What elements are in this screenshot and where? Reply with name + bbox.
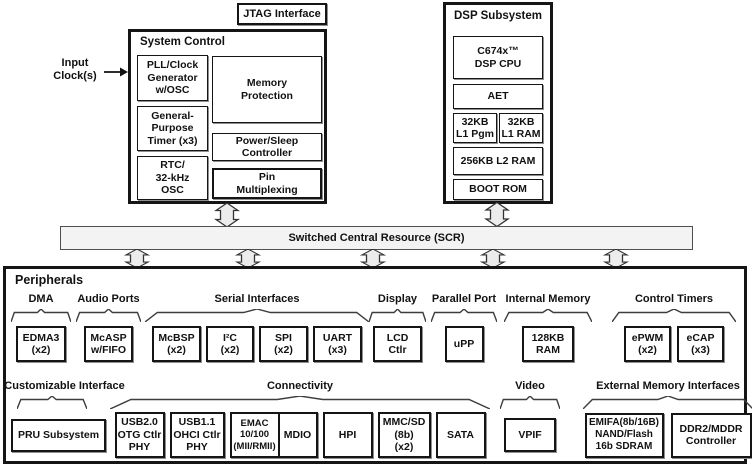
- box-i2c: I²C (x2): [206, 326, 254, 362]
- group-serial-interfaces-label: Serial Interfaces: [214, 293, 300, 305]
- brace-icon: [11, 309, 71, 322]
- box-sata: SATA: [435, 412, 486, 458]
- group-connectivity: Connectivity USB2.0 OTG Ctlr PHY USB1.1 …: [110, 380, 490, 460]
- box-mdio: MDIO: [277, 412, 318, 458]
- brace-icon: [504, 309, 592, 322]
- scr-bus-bar: Switched Central Resource (SCR): [60, 226, 693, 250]
- group-serial-interfaces: Serial Interfaces McBSP (x2) I²C (x2) SP…: [145, 293, 369, 362]
- brace-icon: [145, 309, 369, 322]
- box-power-sleep-controller: Power/Sleep Controller: [212, 133, 322, 161]
- box-emac: EMAC 10/100 (MII/RMII): [229, 412, 280, 458]
- group-parallel-port-label: Parallel Port: [431, 293, 497, 305]
- box-pll-clock-generator: PLL/Clock Generator w/OSC: [137, 55, 208, 101]
- box-aet: AET: [453, 84, 543, 109]
- box-usb1-ohci: USB1.1 OHCI Ctlr PHY: [169, 412, 225, 458]
- group-audio-ports: Audio Ports McASP w/FIFO: [76, 293, 141, 362]
- box-rtc-osc: RTC/ 32-kHz OSC: [137, 156, 208, 200]
- group-display: Display LCD Ctlr: [369, 293, 426, 362]
- box-ddr2-mddr: DDR2/MDDR Controller: [670, 412, 752, 458]
- group-external-memory-interfaces-label: External Memory Interfaces: [596, 380, 740, 392]
- box-epwm: ePWM (x2): [624, 326, 671, 362]
- bidirectional-arrow-icon: [235, 249, 261, 268]
- group-customizable-interface-label: Customizable Interface: [4, 380, 125, 392]
- group-video-label: Video: [515, 380, 545, 392]
- box-edma3: EDMA3 (x2): [16, 326, 66, 362]
- box-dsp-cpu: C674x™ DSP CPU: [453, 36, 543, 79]
- brace-icon: [110, 396, 490, 409]
- group-customizable-interface: Customizable Interface PRU Subsystem: [4, 380, 125, 460]
- input-clock-arrow-icon: [104, 67, 128, 77]
- box-memory-protection: Memory Protection: [212, 56, 322, 123]
- brace-icon: [76, 309, 141, 322]
- input-clock-label: Input Clock(s): [53, 57, 97, 83]
- group-control-timers: Control Timers ePWM (x2) eCAP (x3): [612, 293, 736, 362]
- brace-icon: [583, 396, 752, 409]
- box-mcasp: McASP w/FIFO: [84, 326, 133, 362]
- box-lcd-ctlr: LCD Ctlr: [373, 326, 422, 362]
- system-control-title: System Control: [140, 36, 225, 48]
- group-video: Video VPIF: [500, 380, 560, 460]
- group-internal-memory: Internal Memory 128KB RAM: [504, 293, 592, 362]
- group-control-timers-label: Control Timers: [634, 293, 714, 305]
- box-spi: SPI (x2): [259, 326, 308, 362]
- box-usb2-otg: USB2.0 OTG Ctlr PHY: [114, 412, 165, 458]
- group-parallel-port: Parallel Port uPP: [431, 293, 497, 362]
- box-emifa: EMIFA(8b/16B) NAND/Flash 16b SDRAM: [584, 412, 664, 458]
- group-dma-label: DMA: [28, 293, 54, 305]
- bidirectional-arrow-icon: [214, 203, 240, 227]
- group-internal-memory-label: Internal Memory: [505, 293, 591, 305]
- bidirectional-arrow-icon: [484, 202, 510, 227]
- box-general-purpose-timer: General- Purpose Timer (x3): [137, 106, 208, 151]
- group-display-label: Display: [377, 293, 418, 305]
- box-l1-ram: 32KB L1 RAM: [499, 113, 543, 143]
- box-mcbsp: McBSP (x2): [152, 326, 201, 362]
- box-ecap: eCAP (x3): [677, 326, 724, 362]
- dsp-subsystem-container: DSP Subsystem C674x™ DSP CPU AET 32KB L1…: [443, 2, 553, 204]
- peripherals-title: Peripherals: [15, 273, 84, 287]
- group-audio-ports-label: Audio Ports: [77, 293, 140, 305]
- box-mmc-sd: MMC/SD (8b) (x2): [377, 412, 431, 458]
- bidirectional-arrow-icon: [360, 249, 386, 268]
- dsp-subsystem-title: DSP Subsystem: [454, 10, 542, 22]
- jtag-interface-box: JTAG Interface: [237, 3, 327, 25]
- peripherals-container: Peripherals DMA EDMA3 (x2) Audio Ports M…: [3, 266, 747, 464]
- box-uart: UART (x3): [313, 326, 362, 362]
- bidirectional-arrow-icon: [480, 249, 506, 268]
- system-control-container: System Control PLL/Clock Generator w/OSC…: [128, 29, 327, 204]
- box-boot-rom: BOOT ROM: [453, 179, 543, 200]
- emac-mdio-pair: EMAC 10/100 (MII/RMII) MDIO: [229, 412, 318, 458]
- box-l1-pgm: 32KB L1 Pgm: [453, 113, 497, 143]
- box-vpif: VPIF: [504, 418, 556, 452]
- box-upp: uPP: [444, 326, 484, 362]
- box-hpi: HPI: [322, 412, 373, 458]
- box-l2-ram: 256KB L2 RAM: [453, 147, 543, 175]
- brace-icon: [500, 396, 560, 409]
- brace-icon: [369, 309, 426, 322]
- bidirectional-arrow-icon: [124, 249, 150, 268]
- brace-icon: [17, 396, 87, 409]
- brace-icon: [612, 309, 736, 322]
- box-pin-multiplexing: Pin Multiplexing: [212, 168, 322, 199]
- group-external-memory-interfaces: External Memory Interfaces EMIFA(8b/16B)…: [583, 380, 752, 460]
- box-pru-subsystem: PRU Subsystem: [11, 418, 106, 452]
- group-dma: DMA EDMA3 (x2): [11, 293, 71, 362]
- group-connectivity-label: Connectivity: [266, 380, 333, 392]
- bidirectional-arrow-icon: [603, 249, 629, 268]
- brace-icon: [431, 309, 497, 322]
- box-128kb-ram: 128KB RAM: [522, 326, 574, 362]
